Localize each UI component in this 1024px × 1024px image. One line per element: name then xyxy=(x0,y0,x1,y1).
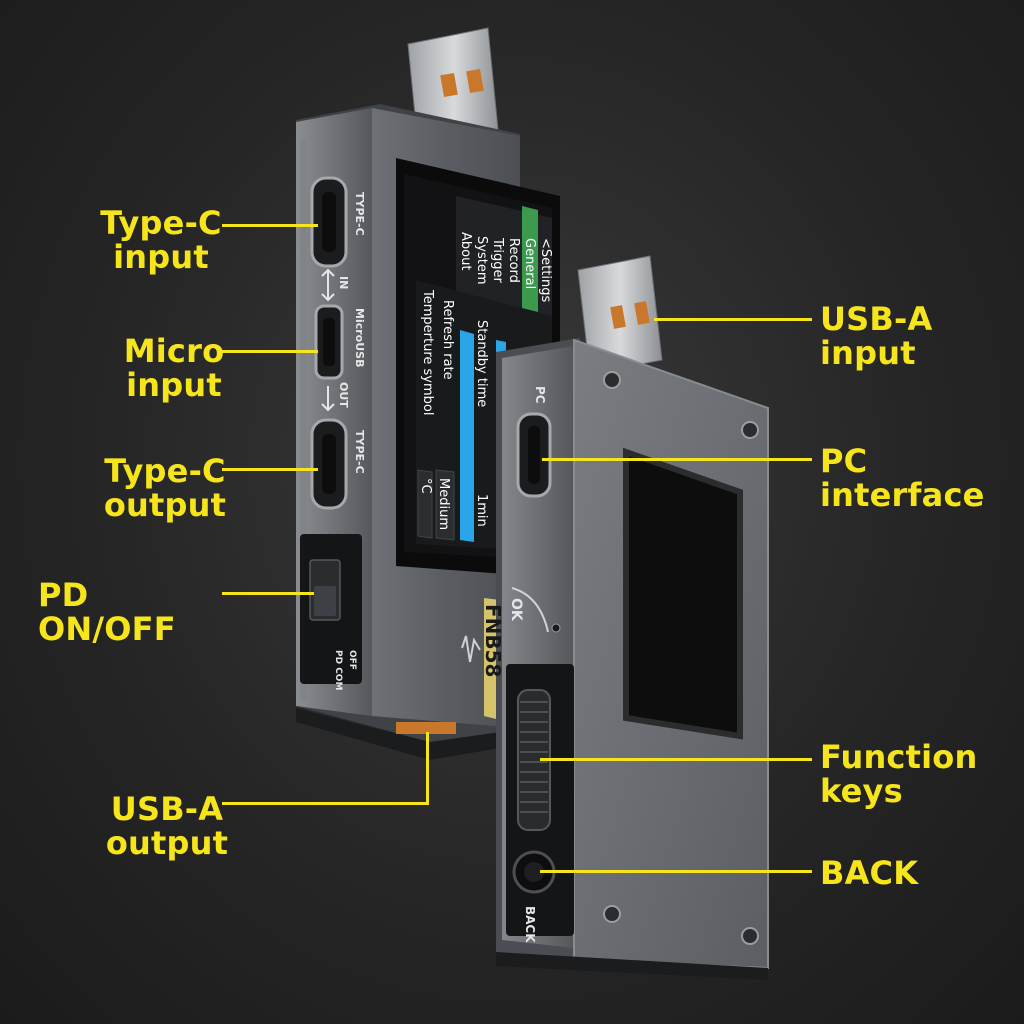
leader-function-keys xyxy=(540,758,812,761)
screen-setting-temp: Temperture symbol xyxy=(420,289,435,415)
label-ok: OK xyxy=(508,598,524,622)
callout-pc-interface-line1: PC xyxy=(820,442,868,480)
callout-usb-a-input-line1: USB-A xyxy=(820,300,933,338)
callout-micro-input-line1: Micro xyxy=(123,332,225,370)
callout-usb-a-input: USB-A input xyxy=(820,302,932,370)
callout-type-c-input: Type-C input xyxy=(98,206,224,274)
callout-usb-a-input-line2: input xyxy=(820,334,916,372)
screen-menu-title: <Settings xyxy=(538,238,553,302)
callout-function-keys-line1: Function xyxy=(820,738,978,776)
callout-back-line1: BACK xyxy=(820,854,919,892)
port-label-type-c-in: TYPE-C xyxy=(353,192,366,236)
type-c-output-port[interactable] xyxy=(310,418,348,510)
port-label-pd-com: PD COM xyxy=(333,650,343,690)
callout-type-c-input-line2: input xyxy=(113,238,209,276)
port-label-micro: MicroUSB xyxy=(353,308,366,367)
callout-type-c-input-line1: Type-C xyxy=(100,204,222,242)
screen-menu-record: Record xyxy=(506,238,521,283)
leader-type-c-output xyxy=(222,468,318,471)
screen-menu-about: About xyxy=(458,232,473,270)
screen-menu-trigger: Trigger xyxy=(490,237,505,283)
callout-type-c-output: Type-C output xyxy=(100,454,230,522)
port-label-pd-off: OFF xyxy=(347,650,357,670)
leader-usb-a-output-v xyxy=(426,732,429,805)
leader-micro-input xyxy=(222,350,318,353)
screen-setting-refresh-value: Medium xyxy=(436,478,451,530)
in-out-arrows xyxy=(321,268,335,412)
callout-type-c-output-line2: output xyxy=(103,486,227,524)
usb-a-plug-back xyxy=(577,255,663,375)
type-c-input-port[interactable] xyxy=(310,176,348,268)
back-screws xyxy=(603,371,759,945)
callout-function-keys-line2: keys xyxy=(820,772,903,810)
usb-a-output-port[interactable] xyxy=(296,708,500,760)
callout-pd-on-off-line1: PD ON/OFF xyxy=(38,576,176,648)
leader-usb-a-input xyxy=(654,318,812,321)
function-keys-wheel[interactable] xyxy=(506,664,574,936)
pc-interface-port[interactable] xyxy=(516,412,552,498)
leader-pc-interface xyxy=(542,458,812,461)
ok-rotate-arc xyxy=(511,587,549,633)
screen-setting-temp-value: °C xyxy=(418,478,433,494)
leader-type-c-input xyxy=(222,224,318,227)
screen-setting-refresh: Refresh rate xyxy=(440,300,455,380)
screen-menu-system: System xyxy=(474,236,489,284)
callout-pc-interface: PC interface xyxy=(820,444,985,512)
port-label-type-c-out: TYPE-C xyxy=(353,430,366,474)
callout-function-keys: Function keys xyxy=(820,740,977,808)
callout-micro-input: Micro input xyxy=(116,334,232,402)
leader-pd-on-off xyxy=(222,592,314,595)
callout-back: BACK xyxy=(820,856,918,890)
port-label-in: IN xyxy=(337,276,350,289)
screen-setting-standby: Standby time xyxy=(474,320,489,407)
port-label-out: OUT xyxy=(337,382,350,408)
callout-usb-a-output: USB-A output xyxy=(104,792,230,860)
callout-micro-input-line2: input xyxy=(126,366,222,404)
callout-usb-a-output-line2: output xyxy=(105,824,229,862)
screen-setting-standby-value: 1min xyxy=(474,494,489,527)
back-device xyxy=(496,255,769,980)
callout-type-c-output-line1: Type-C xyxy=(104,452,226,490)
callout-pc-interface-line2: interface xyxy=(820,476,985,514)
leader-back xyxy=(540,870,812,873)
model-name: FNB58 xyxy=(481,604,505,677)
leader-usb-a-output-h xyxy=(222,802,428,805)
micro-usb-input-port[interactable] xyxy=(314,304,344,380)
screen-menu-general: General xyxy=(522,238,537,289)
callout-usb-a-output-line1: USB-A xyxy=(110,790,224,828)
pd-switch[interactable] xyxy=(300,534,362,684)
callout-pd-on-off: PD ON/OFF xyxy=(38,578,222,646)
label-back: BACK xyxy=(523,906,537,943)
port-label-pc: PC xyxy=(533,386,547,404)
